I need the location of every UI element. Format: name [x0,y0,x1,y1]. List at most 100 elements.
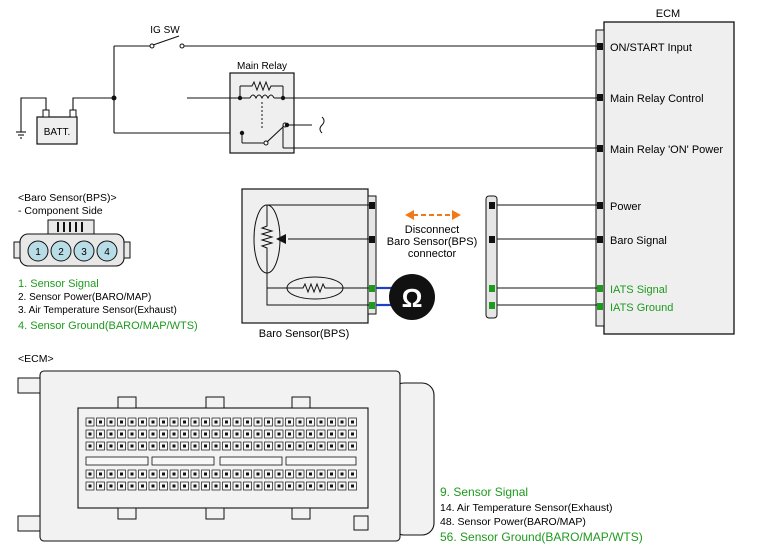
ecm-pin-dot [204,444,207,448]
ecm-pin-dot [267,484,270,488]
ecm-pin-dot [151,432,155,436]
baro-sensor-box [241,188,369,324]
ecm-pin-dot [172,484,176,488]
ecm-pin-dot [204,472,207,476]
ecm-module: ECM [595,8,735,335]
ecm-pin-dot [298,420,302,424]
baro-sensor-label: Baro Sensor(BPS) [259,328,349,340]
connector-pin [73,240,95,262]
ecm-pin-dot [225,472,228,476]
ecm-pin-desc: 9. Sensor Signal [440,485,528,499]
ecm-pin-dot [340,472,344,476]
ecm-pin-desc: 14. Air Temperature Sensor(Exhaust) [440,502,613,514]
ecm-pin-dot [351,472,354,476]
ecm-terminal-green [597,285,603,292]
ecm-pin-block [151,456,215,466]
ecm-connector-title: <ECM> [18,353,54,365]
ecm-pin-dot [141,432,144,436]
ecm-pin-dot [256,432,260,436]
ecm-pin-dot [246,484,249,488]
ecm-pin-dot [246,432,249,436]
ecm-pin-dot [330,444,333,448]
ecm-pin-dot [288,484,291,488]
ecm-pin-dot [193,420,197,424]
ecm-pin-dot [183,484,186,488]
ohm-symbol: Ω [402,283,423,313]
component-pin-desc: 4. Sensor Ground(BARO/MAP/WTS) [18,320,198,332]
ecm-pin-block [285,456,357,466]
ecm-title: ECM [656,8,680,20]
ecm-pin-dot [235,444,239,448]
ecm-pin-dot [351,444,354,448]
ecm-pin-dot [193,432,197,436]
battery-terminal-pos [69,109,77,118]
ecm-connector: <ECM> 9. Sensor Signal 14. Air Temperatu… [17,353,643,544]
main-relay-label: Main Relay [237,61,287,72]
ecm-input-label: IATS Ground [610,302,673,314]
ecm-pin-dot [340,432,344,436]
ecm-pin-dot [162,432,165,436]
ecm-pin-dot [130,472,134,476]
ecm-pin-dot [183,472,186,476]
ecm-pin-dot [235,484,239,488]
ecm-pin-dot [298,484,302,488]
baro-sensor-connector [367,195,377,315]
ecm-pin-dot [309,444,312,448]
ecm-pin-dot [193,472,197,476]
pin-number: 4 [104,247,110,258]
ecm-pin-dot [99,444,102,448]
ecm-terminal [597,202,603,209]
component-title: <Baro Sensor(BPS)> [18,192,117,204]
ecm-pin-dot [267,444,270,448]
ecm-pin-dot [277,484,281,488]
ecm-pin-dot [141,444,144,448]
ecm-pin-dot [204,484,207,488]
ecm-input-label: Baro Signal [610,235,667,247]
ecm-terminal [597,145,603,152]
ecm-pin-dot [235,432,239,436]
ecm-pin-dot [193,444,197,448]
ecm-pin-dot [162,472,165,476]
ecm-pin-dot [109,432,113,436]
battery-label: BATT. [44,127,70,138]
ecm-pin-dot [277,420,281,424]
ig-switch-blade [152,35,180,46]
ecm-pin-dot [267,420,270,424]
ecm-pin-dot [330,420,333,424]
ecm-pin-dot [288,432,291,436]
ecm-pin-dot [162,420,165,424]
ecm-connector-strip [595,29,605,327]
ecm-pin-dot [120,432,123,436]
ecm-pin-dot [214,420,218,424]
ecm-pin-dot [99,420,102,424]
ecm-pin-dot [183,420,186,424]
ecm-pin-dot [130,484,134,488]
ohmmeter-icon [389,274,435,320]
component-subtitle: - Component Side [18,205,103,217]
ecm-pin-dot [256,472,260,476]
ecm-pin-dot [225,432,228,436]
ecm-pin-block [85,456,149,466]
disconnect-line: Disconnect [405,224,459,236]
ecm-pin-grid [85,417,357,491]
ecm-pin-dot [330,472,333,476]
ecm-pin-dot [141,484,144,488]
ecm-pin-dot [340,444,344,448]
component-pin-desc: 3. Air Temperature Sensor(Exhaust) [18,305,177,316]
ecm-pin-dot [351,432,354,436]
ecm-input-label: Main Relay 'ON' Power [610,144,723,156]
disconnect-note: Disconnect Baro Sensor(BPS) connector [387,210,477,260]
ecm-pin-dot [340,420,344,424]
ecm-pin-dot [351,420,354,424]
ecm-input-label: ON/START Input [610,42,692,54]
ecm-pin-dot [172,472,176,476]
ecm-pin-dot [88,484,92,488]
ecm-pin-dot [246,420,249,424]
ecm-pin-dot [151,472,155,476]
ecm-pin-dot [330,432,333,436]
ecm-pin-dot [309,432,312,436]
ecm-pin-dot [141,420,144,424]
ecm-pin-block [219,456,283,466]
ecm-pin-dot [120,420,123,424]
ecm-pin-dot [309,484,312,488]
